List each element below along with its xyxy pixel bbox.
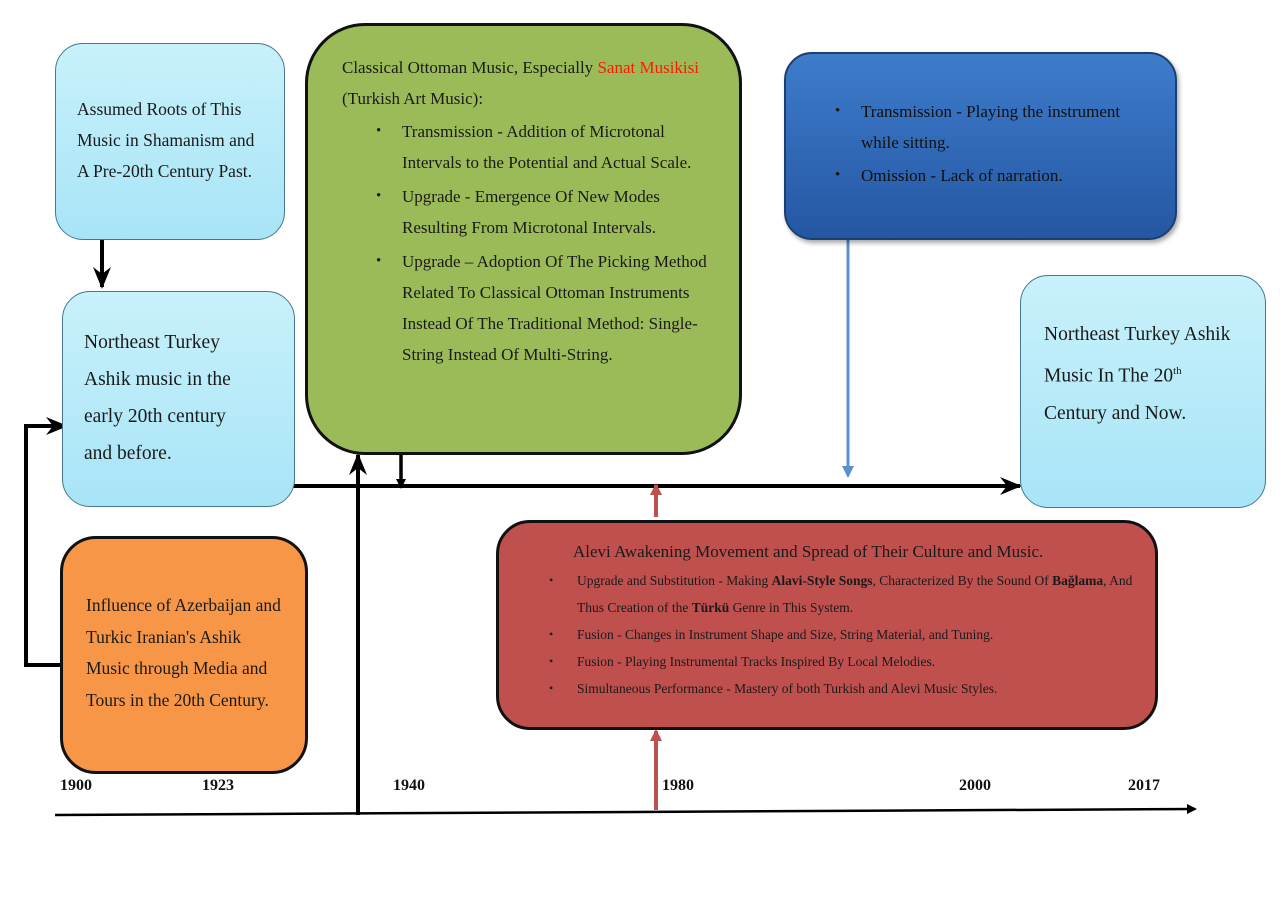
roots-text: Assumed Roots of This Music in Shamanism…: [77, 99, 255, 181]
arrow-azerbaijan-to-early: [24, 417, 68, 667]
alevi-item: Fusion - Playing Instrumental Tracks Ins…: [549, 648, 1141, 675]
azerbaijan-text: Influence of Azerbaijan and Turkic Irani…: [86, 595, 281, 710]
early-text: Northeast Turkey Ashik music in the earl…: [84, 332, 231, 464]
ottoman-intro-before: Classical Ottoman Music, Especially: [342, 58, 598, 77]
alevi-list: Upgrade and Substitution - Making Alavi-…: [533, 567, 1141, 702]
alevi-item: Simultaneous Performance - Mastery of bo…: [549, 675, 1141, 702]
blue-item: Transmission - Playing the instrument wh…: [835, 96, 1155, 158]
alevi-item1-g: Genre in This System.: [729, 600, 854, 615]
ottoman-item: Upgrade - Emergence Of New Modes Resulti…: [376, 181, 711, 243]
ottoman-item: Upgrade – Adoption Of The Picking Method…: [376, 246, 711, 370]
now-line2: Century and Now.: [1044, 402, 1187, 424]
year-label: 1980: [662, 777, 694, 794]
year-label: 2017: [1128, 777, 1160, 794]
year-label: 1923: [202, 777, 234, 794]
alevi-item1-c: , Characterized By the Sound Of: [872, 573, 1053, 588]
alevi-item1-f: Türkü: [691, 600, 730, 615]
ottoman-intro-highlight: Sanat Musikisi: [597, 58, 699, 77]
now-box: Northeast Turkey Ashik Music In The 20th…: [1020, 275, 1266, 508]
early-box: Northeast Turkey Ashik music in the earl…: [62, 291, 295, 507]
year-label: 2000: [959, 777, 991, 794]
azerbaijan-box: Influence of Azerbaijan and Turkic Irani…: [60, 536, 308, 774]
timeline-axis: [54, 804, 1197, 817]
roots-box: Assumed Roots of This Music in Shamanism…: [55, 43, 285, 240]
year-label: 1940: [393, 777, 425, 794]
alevi-title: Alevi Awakening Movement and Spread of T…: [573, 542, 1044, 561]
now-sup: th: [1173, 365, 1182, 377]
now-text: Northeast Turkey Ashik Music In The 20th…: [1044, 316, 1235, 432]
alevi-box: Alevi Awakening Movement and Spread of T…: [496, 520, 1158, 730]
alevi-item: Upgrade and Substitution - Making Alavi-…: [549, 567, 1141, 621]
alevi-item1-d: Bağlama: [1052, 573, 1104, 588]
alevi-item1-e: , And Thus Creation of the: [577, 573, 1133, 615]
alevi-item1-b: Alavi-Style Songs: [771, 573, 873, 588]
now-line1: Northeast Turkey Ashik Music In The 20: [1044, 324, 1231, 387]
ottoman-item: Transmission - Addition of Microtonal In…: [376, 116, 711, 178]
ottoman-intro-after: (Turkish Art Music):: [342, 89, 484, 108]
year-label: 1900: [60, 777, 92, 794]
ottoman-list: Transmission - Addition of Microtonal In…: [342, 116, 711, 370]
blue-item: Omission - Lack of narration.: [835, 160, 1155, 191]
alevi-item: Fusion - Changes in Instrument Shape and…: [549, 621, 1141, 648]
ottoman-intro: Classical Ottoman Music, Especially Sana…: [342, 52, 711, 114]
alevi-item1-a: Upgrade and Substitution - Making: [577, 573, 772, 588]
blue-list: Transmission - Playing the instrument wh…: [835, 96, 1155, 191]
blue-box: Transmission - Playing the instrument wh…: [784, 52, 1177, 240]
ottoman-box: Classical Ottoman Music, Especially Sana…: [305, 23, 742, 455]
